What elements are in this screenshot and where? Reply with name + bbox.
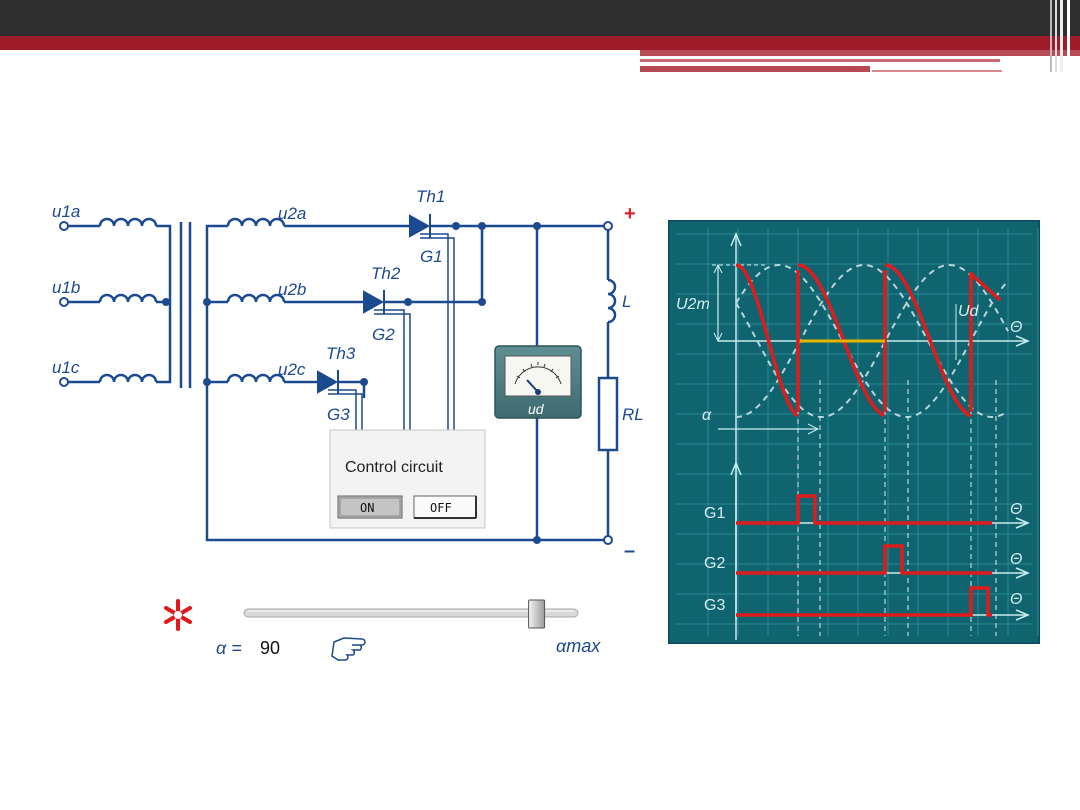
output-voltage-trace	[969, 272, 1002, 302]
header-accent-lines	[640, 50, 1080, 80]
gate-pulse-3	[736, 586, 992, 617]
y-axis-arrow	[730, 232, 742, 247]
label-u1b: u1b	[52, 278, 80, 297]
theta-axis-arrow	[1015, 335, 1030, 347]
label-th2: Th2	[371, 264, 401, 283]
theta-label-g2: Θ	[1010, 551, 1022, 568]
label-u2b: u2b	[278, 280, 306, 299]
meter-label: ud	[528, 401, 545, 417]
label-g1: G1	[420, 247, 443, 266]
label-u2a: u2a	[278, 204, 306, 223]
gate-row-label-g2: G2	[704, 555, 725, 572]
alpha-arrow	[807, 423, 820, 435]
label-plus: +	[624, 203, 636, 225]
header-corner-stripes	[1048, 0, 1078, 72]
label-u2c: u2c	[278, 360, 306, 379]
amplitude-arrow	[713, 332, 723, 343]
output-voltage-trace	[735, 263, 800, 418]
alpha-label: α =	[216, 638, 242, 658]
label-th3: Th3	[326, 344, 356, 363]
oscilloscope-panel: U2m Ud α Θ Θ Θ Θ G1 G2 G3	[668, 220, 1040, 644]
gate-row-label-g3: G3	[704, 597, 725, 614]
header-red-band	[0, 36, 1080, 50]
svg-text:ON: ON	[360, 501, 374, 515]
control-circuit-panel: Control circuit ON OFF	[329, 429, 486, 529]
output-voltage-trace	[797, 263, 885, 418]
theta-label-g3: Θ	[1010, 591, 1022, 608]
label-inductor: L	[622, 292, 631, 311]
label-g2: G2	[372, 325, 395, 344]
alpha-max-label: αmax	[556, 636, 601, 656]
label-u1a: u1a	[52, 202, 80, 221]
gate-pulse-1	[736, 494, 992, 525]
gate-row-label-g1: G1	[704, 505, 725, 522]
label-g3: G3	[327, 405, 350, 424]
phase-voltage-curve	[735, 263, 1009, 419]
amplitude-label: U2m	[676, 296, 710, 313]
on-button[interactable]: ON	[337, 495, 403, 519]
phase-voltage-curve	[735, 264, 1009, 418]
svg-text:OFF: OFF	[430, 501, 452, 515]
alpha-value: 90	[260, 638, 280, 658]
label-resistor: RL	[622, 405, 644, 424]
gate-axis-arrow	[730, 461, 742, 476]
control-title: Control circuit	[345, 459, 443, 476]
amplitude-arrow	[713, 263, 723, 274]
alpha-axis-label: α	[702, 407, 712, 424]
label-u1c: u1c	[52, 358, 80, 377]
gate-axis-arrow	[1015, 567, 1030, 579]
gate-pulse-2	[736, 544, 992, 575]
theta-label-main: Θ	[1010, 319, 1022, 336]
gate-axis-arrow	[1015, 609, 1030, 621]
theta-label-g1: Θ	[1010, 501, 1022, 518]
avg-voltage-label: Ud	[958, 303, 980, 320]
output-voltage-trace	[884, 263, 972, 418]
voltmeter	[494, 345, 582, 419]
off-button[interactable]: OFF	[413, 495, 477, 519]
alpha-slider[interactable]	[243, 599, 579, 629]
gate-axis-arrow	[1015, 517, 1030, 529]
label-minus: –	[624, 540, 635, 562]
pointing-hand-icon	[331, 637, 366, 661]
header-dark-band	[0, 0, 1080, 36]
slider-thumb[interactable]	[528, 599, 546, 629]
label-th1: Th1	[416, 187, 445, 206]
